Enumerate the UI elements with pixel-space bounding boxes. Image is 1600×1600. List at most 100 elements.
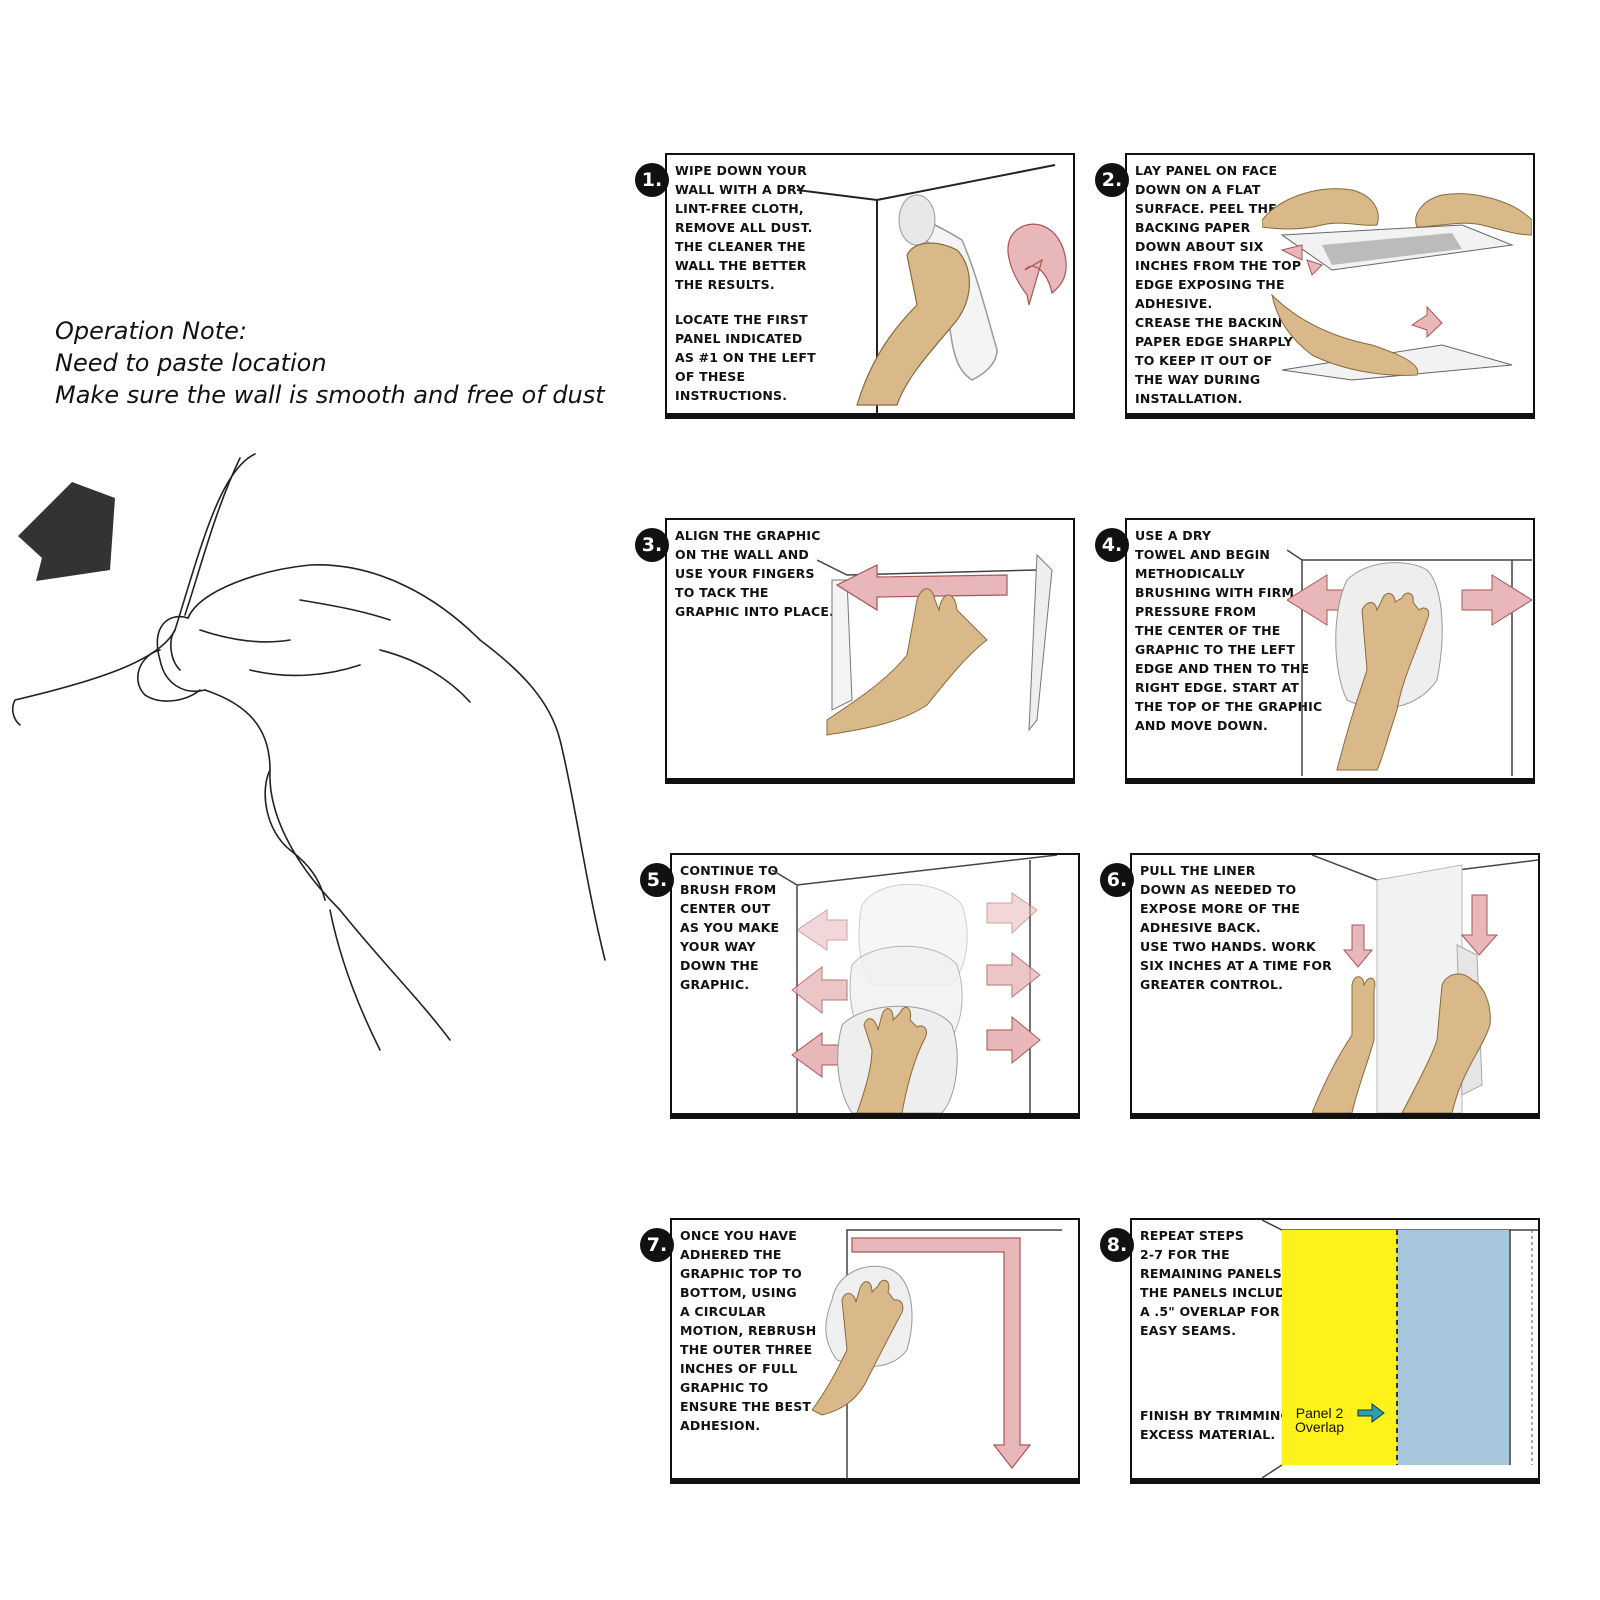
- step-text-line: your way: [680, 939, 756, 954]
- step-number-badge: 5.: [640, 863, 674, 897]
- overlap-label-line-1: Panel 2: [1295, 1405, 1344, 1421]
- align-graphic-illustration: [817, 553, 1053, 736]
- step-7-panel: 7. Once you have adhered the graphic top…: [640, 1218, 1080, 1484]
- step-text-line: motion, rebrush: [680, 1323, 817, 1338]
- step-text-line: Repeat steps: [1140, 1228, 1245, 1243]
- operation-note: Operation Note: Need to paste location M…: [55, 315, 605, 411]
- step-text-line: the center of the: [1135, 623, 1281, 638]
- step-text-line: remaining panels.: [1140, 1266, 1287, 1281]
- step-4-text: Use a dry towel and begin methodically b…: [1135, 526, 1322, 735]
- step-text-line: pressure from: [1135, 604, 1257, 619]
- step-text-line: easy seams.: [1140, 1323, 1237, 1338]
- step-text-line: center out: [680, 901, 771, 916]
- pull-liner-illustration: [1312, 855, 1538, 1113]
- step-text-line: the top of the graphic: [1135, 699, 1323, 714]
- step-6-text: Pull the liner down as needed to expose …: [1140, 861, 1332, 994]
- step-text-line: lint-free cloth,: [675, 201, 804, 216]
- step-8-text: Repeat steps 2-7 for the remaining panel…: [1140, 1226, 1294, 1340]
- overlap-arrow-icon: [1357, 1403, 1385, 1423]
- step-text-line: The panels include: [1140, 1285, 1295, 1300]
- step-number-badge: 6.: [1100, 863, 1134, 897]
- step-number-badge: 2.: [1095, 163, 1129, 197]
- step-3-text: Align the graphic on the wall and use yo…: [675, 526, 834, 621]
- step-number-badge: 7.: [640, 1228, 674, 1262]
- step-text-line: methodically: [1135, 566, 1245, 581]
- overlap-label: Panel 2 Overlap: [1295, 1406, 1344, 1434]
- step-text-line: Continue to: [680, 863, 779, 878]
- step-text-line: Lay panel on face: [1135, 163, 1278, 178]
- step-text-line: expose more of the: [1140, 901, 1301, 916]
- step-text-line: Pull the liner: [1140, 863, 1256, 878]
- panel-1-yellow: [1282, 1230, 1397, 1465]
- step-1-text: Wipe down your wall with a dry lint-free…: [675, 161, 816, 405]
- note-line-1: Operation Note:: [55, 317, 247, 345]
- step-text-line: inches from the top: [1135, 258, 1302, 273]
- hand-peeling-illustration: [12, 453, 606, 1051]
- step-text-line: adhesive.: [1135, 296, 1213, 311]
- step-text-line: The cleaner the: [675, 239, 806, 254]
- step-text-line: remove all dust.: [675, 220, 813, 235]
- step-text-line: towel and begin: [1135, 547, 1271, 562]
- panel-2-blue: [1397, 1230, 1509, 1465]
- step-text-line: Once you have: [680, 1228, 797, 1243]
- step-text-line: as you make: [680, 920, 780, 935]
- overlap-label-line-2: Overlap: [1295, 1419, 1345, 1435]
- step-text-line: paper edge sharply: [1135, 334, 1294, 349]
- step-text-line: greater control.: [1140, 977, 1284, 992]
- step-text-line: installation.: [1135, 391, 1243, 406]
- step-text-line: of these: [675, 369, 746, 384]
- step-4-panel: 4. Use a dry towel and begin methodicall…: [1095, 518, 1535, 784]
- step-8-panel: 8. Repeat steps 2-7 for the remaining pa…: [1100, 1218, 1540, 1484]
- step-text-line: graphic to the left: [1135, 642, 1296, 657]
- step-text-line: bottom, using: [680, 1285, 797, 1300]
- step-text-line: graphic.: [680, 977, 750, 992]
- step-text-line: down as needed to: [1140, 882, 1297, 897]
- step-text-line: to keep it out of: [1135, 353, 1273, 368]
- step-text-line: use your fingers: [675, 566, 815, 581]
- step-text-line: adhesive back.: [1140, 920, 1261, 935]
- step-text-line: Use a dry: [1135, 528, 1212, 543]
- step-text-line: the way during: [1135, 372, 1261, 387]
- wipe-wall-illustration: [797, 164, 1067, 413]
- step-text-line: brushing with firm: [1135, 585, 1295, 600]
- step-text-line: adhesion.: [680, 1418, 761, 1433]
- step-text-line: Finish by trimming: [1140, 1408, 1292, 1423]
- step-text-line: brush from: [680, 882, 777, 897]
- rebrush-edges-illustration: [812, 1229, 1062, 1478]
- step-text-line: surface. Peel the: [1135, 201, 1277, 216]
- step-text-line: the outer three: [680, 1342, 813, 1357]
- step-text-line: Align the graphic: [675, 528, 821, 543]
- step-number-badge: 3.: [635, 528, 669, 562]
- step-7-text: Once you have adhered the graphic top to…: [680, 1226, 816, 1435]
- step-2-text: Lay panel on face down on a flat surface…: [1135, 161, 1301, 408]
- step-text-line: backing paper: [1135, 220, 1251, 235]
- note-line-2: Need to paste location: [55, 349, 327, 377]
- step-text-line: a circular: [680, 1304, 767, 1319]
- step-text-line: down about six: [1135, 239, 1264, 254]
- step-text-line: graphic to: [680, 1380, 769, 1395]
- step-text-line: instructions.: [675, 388, 788, 403]
- step-text-line: a .5" overlap for: [1140, 1304, 1280, 1319]
- step-text-line: panel indicated: [675, 331, 803, 346]
- step-text-line: excess material.: [1140, 1427, 1276, 1442]
- pointer-arrow-icon: [18, 482, 115, 581]
- step-3-panel: 3. Align the graphic on the wall and use…: [635, 518, 1075, 784]
- step-number-badge: 8.: [1100, 1228, 1134, 1262]
- brush-left-right-illustration: [1287, 549, 1532, 776]
- step-text-line: edge exposing the: [1135, 277, 1285, 292]
- panel-overlap-illustration: [1262, 1220, 1538, 1478]
- step-text-line: wall the better: [675, 258, 807, 273]
- step-text-line: edge and then to the: [1135, 661, 1310, 676]
- brush-down-illustration: [772, 855, 1058, 1113]
- step-1-panel: 1. Wipe down your wall with a dry lint-f…: [635, 153, 1075, 419]
- step-text-line: Crease the backing: [1135, 315, 1293, 330]
- step-text-line: as #1 on the left: [675, 350, 816, 365]
- step-text-line: Wipe down your: [675, 163, 807, 178]
- step-text-line: to tack the: [675, 585, 769, 600]
- step-text-line: Use two hands. Work: [1140, 939, 1316, 954]
- step-text-line: 2-7 for the: [1140, 1247, 1230, 1262]
- step-text-line: six inches at a time for: [1140, 958, 1332, 973]
- step-text-line: adhered the: [680, 1247, 782, 1262]
- peel-backing-illustration: [1262, 188, 1532, 381]
- step-text-line: graphic into place.: [675, 604, 835, 619]
